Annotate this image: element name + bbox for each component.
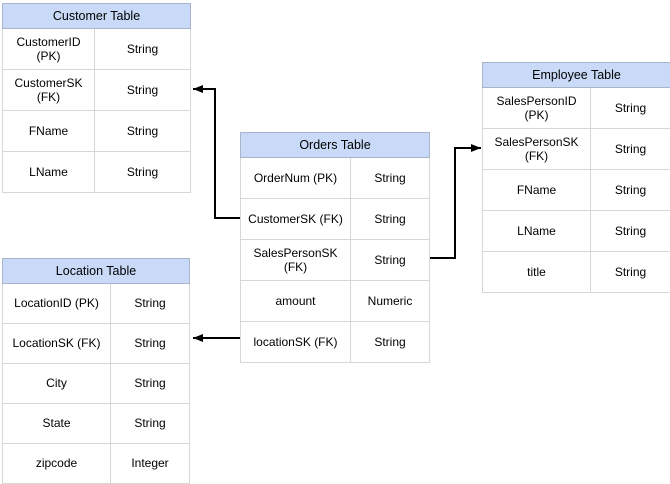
- table-row: LocationSK (FK) String: [3, 323, 189, 363]
- type-cell[interactable]: String: [126, 123, 159, 138]
- employee-table-header[interactable]: Employee Table: [482, 62, 670, 88]
- type-cell[interactable]: String: [614, 223, 647, 238]
- location-table[interactable]: Location Table LocationID (PK) String Lo…: [2, 258, 190, 484]
- table-row: CustomerSK (FK) String: [3, 69, 190, 110]
- location-table-header[interactable]: Location Table: [2, 258, 190, 284]
- field-cell[interactable]: amount: [241, 281, 351, 321]
- table-row: City String: [3, 363, 189, 403]
- table-row: title String: [483, 251, 670, 292]
- table-row: LName String: [483, 210, 670, 251]
- connector-orders-salespersonsk-to-employee[interactable]: [430, 144, 481, 259]
- table-row: amount Numeric: [241, 280, 429, 321]
- customer-table[interactable]: Customer Table CustomerID (PK) String Cu…: [2, 3, 191, 193]
- field-cell[interactable]: CustomerSK (FK): [3, 70, 95, 110]
- field-cell[interactable]: LocationID (PK): [3, 284, 111, 323]
- connector-orders-customersk-to-customer[interactable]: [193, 85, 240, 219]
- employee-table-body: SalesPersonID (PK) String SalesPersonSK …: [482, 88, 670, 293]
- type-cell[interactable]: String: [614, 100, 647, 115]
- table-row: locationSK (FK) String: [241, 321, 429, 362]
- field-cell[interactable]: City: [3, 364, 111, 403]
- table-row: LName String: [3, 151, 190, 192]
- table-row: OrderNum (PK) String: [241, 158, 429, 198]
- field-cell[interactable]: SalesPersonSK (FK): [483, 129, 591, 169]
- table-row: FName String: [483, 169, 670, 210]
- customer-table-body: CustomerID (PK) String CustomerSK (FK) S…: [2, 29, 191, 193]
- type-cell[interactable]: String: [374, 334, 406, 349]
- table-row: SalesPersonSK (FK) String: [241, 239, 429, 280]
- field-cell[interactable]: LName: [3, 152, 95, 192]
- field-cell[interactable]: LocationSK (FK): [3, 324, 111, 363]
- type-cell[interactable]: String: [134, 376, 166, 391]
- employee-table[interactable]: Employee Table SalesPersonID (PK) String…: [482, 62, 670, 293]
- field-cell[interactable]: CustomerID (PK): [3, 29, 95, 69]
- table-row: SalesPersonSK (FK) String: [483, 128, 670, 169]
- type-cell[interactable]: String: [374, 211, 406, 226]
- orders-table-header[interactable]: Orders Table: [240, 132, 430, 158]
- table-row: zipcode Integer: [3, 443, 189, 483]
- type-cell[interactable]: String: [134, 296, 166, 311]
- type-cell[interactable]: String: [126, 41, 159, 56]
- type-cell[interactable]: String: [374, 170, 406, 185]
- table-row: FName String: [3, 110, 190, 151]
- field-cell[interactable]: CustomerSK (FK): [241, 199, 351, 239]
- field-cell[interactable]: SalesPersonID (PK): [483, 88, 591, 128]
- type-cell[interactable]: String: [614, 264, 647, 279]
- type-cell[interactable]: String: [374, 252, 406, 267]
- field-cell[interactable]: locationSK (FK): [241, 322, 351, 362]
- table-row: SalesPersonID (PK) String: [483, 88, 670, 128]
- table-row: LocationID (PK) String: [3, 284, 189, 323]
- orders-table-body: OrderNum (PK) String CustomerSK (FK) Str…: [240, 158, 430, 363]
- type-cell[interactable]: Integer: [131, 456, 169, 471]
- field-cell[interactable]: LName: [483, 211, 591, 251]
- field-cell[interactable]: State: [3, 404, 111, 443]
- table-row: CustomerSK (FK) String: [241, 198, 429, 239]
- type-cell[interactable]: String: [126, 164, 159, 179]
- customer-table-header[interactable]: Customer Table: [2, 3, 191, 29]
- field-cell[interactable]: SalesPersonSK (FK): [241, 240, 351, 280]
- type-cell[interactable]: String: [134, 336, 166, 351]
- type-cell[interactable]: String: [134, 416, 166, 431]
- field-cell[interactable]: FName: [3, 111, 95, 151]
- type-cell[interactable]: Numeric: [367, 293, 413, 308]
- table-row: CustomerID (PK) String: [3, 29, 190, 69]
- field-cell[interactable]: title: [483, 252, 591, 292]
- orders-table[interactable]: Orders Table OrderNum (PK) String Custom…: [240, 132, 430, 363]
- location-table-body: LocationID (PK) String LocationSK (FK) S…: [2, 284, 190, 484]
- type-cell[interactable]: String: [126, 82, 159, 97]
- type-cell[interactable]: String: [614, 182, 647, 197]
- table-row: State String: [3, 403, 189, 443]
- field-cell[interactable]: FName: [483, 170, 591, 210]
- field-cell[interactable]: OrderNum (PK): [241, 158, 351, 198]
- field-cell[interactable]: zipcode: [3, 444, 111, 483]
- type-cell[interactable]: String: [614, 141, 647, 156]
